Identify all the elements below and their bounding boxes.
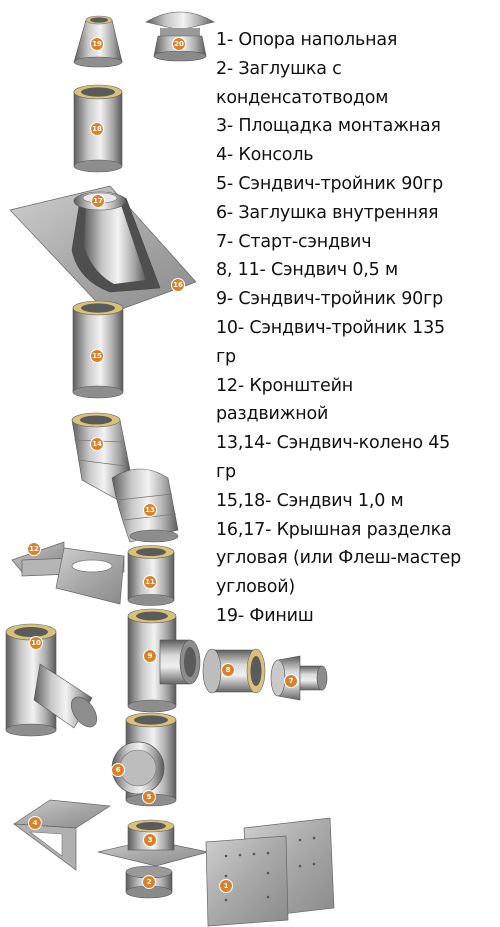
legend-line: 1- Опора напольная bbox=[216, 30, 398, 50]
badge-8: 8 bbox=[221, 663, 235, 677]
legend-line: угловой) bbox=[216, 577, 296, 598]
legend-line: 12- Кронштейн bbox=[216, 375, 354, 396]
badge-2: 2 bbox=[142, 875, 156, 889]
legend-line: 9- Сэндвич-тройник 90гр bbox=[216, 289, 444, 310]
part-console bbox=[12, 799, 112, 871]
badge-12-label: 12 bbox=[29, 545, 39, 553]
badge-2-label: 2 bbox=[147, 878, 152, 886]
badge-4-label: 4 bbox=[33, 819, 38, 827]
badge-11-label: 11 bbox=[145, 578, 155, 586]
part-sandwich-1m bbox=[72, 300, 124, 399]
badge-5-label: 5 bbox=[147, 793, 152, 801]
legend-line: 7- Старт-сэндвич bbox=[216, 231, 372, 252]
legend-line: 3- Площадка монтажная bbox=[216, 116, 441, 137]
badge-12: 12 bbox=[27, 542, 41, 556]
legend-line: 16,17- Крышная разделка bbox=[216, 519, 452, 540]
legend-line: 19- Финиш bbox=[216, 605, 314, 626]
badge-9: 9 bbox=[143, 649, 157, 663]
badge-14: 14 bbox=[90, 437, 104, 451]
badge-18-label: 18 bbox=[92, 125, 102, 133]
badge-13: 13 bbox=[143, 503, 157, 517]
badge-10-label: 10 bbox=[31, 639, 41, 647]
badge-3-label: 3 bbox=[148, 836, 153, 844]
badge-11: 11 bbox=[143, 575, 157, 589]
part-start-sandwich bbox=[270, 655, 328, 701]
legend-line: 10- Сэндвич-тройник 135 bbox=[216, 317, 445, 338]
legend-line: угловая (или Флеш-мастер bbox=[216, 548, 462, 569]
badge-16: 16 bbox=[171, 278, 185, 292]
legend-line: 15,18- Сэндвич 1,0 м bbox=[216, 490, 404, 511]
legend-line: конденсатотводом bbox=[216, 87, 389, 108]
legend-line: гр bbox=[216, 461, 236, 482]
legend-line: гр bbox=[216, 346, 236, 367]
part-cap bbox=[145, 11, 215, 62]
badge-4: 4 bbox=[28, 816, 42, 830]
part-floor-support bbox=[205, 817, 335, 927]
badge-5: 5 bbox=[142, 790, 156, 804]
legend-line: раздвижной bbox=[216, 404, 329, 425]
badge-9-label: 9 bbox=[148, 652, 153, 660]
badge-1: 1 bbox=[219, 879, 233, 893]
legend-line: 6- Заглушка внутренняя bbox=[216, 202, 439, 223]
badge-17: 17 bbox=[91, 194, 105, 208]
badge-1-label: 1 bbox=[224, 882, 229, 890]
badge-13-label: 13 bbox=[145, 506, 155, 514]
badge-18: 18 bbox=[90, 122, 104, 136]
badge-7: 7 bbox=[284, 674, 298, 688]
part-tee-135 bbox=[5, 623, 98, 737]
part-tee-90-upper bbox=[127, 608, 201, 713]
badge-7-label: 7 bbox=[289, 677, 294, 685]
badge-3: 3 bbox=[143, 833, 157, 847]
legend-line: 4- Консоль bbox=[216, 145, 314, 166]
badge-17-label: 17 bbox=[93, 197, 103, 205]
badge-14-label: 14 bbox=[92, 440, 102, 448]
part-bracket bbox=[11, 541, 125, 605]
legend-line: 8, 11- Сэндвич 0,5 м bbox=[216, 260, 398, 281]
badge-19-label: 19 bbox=[92, 40, 102, 48]
parts-legend: 1- Опора напольная 2- Заглушка с конденс… bbox=[216, 26, 498, 631]
badge-8-label: 8 bbox=[226, 666, 231, 674]
badge-15-label: 15 bbox=[92, 352, 102, 360]
badge-20: 20 bbox=[172, 37, 186, 51]
part-inner-plug bbox=[111, 741, 165, 795]
badge-15: 15 bbox=[90, 349, 104, 363]
badge-20-label: 20 bbox=[174, 40, 184, 48]
legend-line: 2- Заглушка с bbox=[216, 58, 342, 79]
part-sandwich-0-5m-lower bbox=[202, 648, 266, 694]
badge-6: 6 bbox=[111, 763, 125, 777]
badge-19: 19 bbox=[90, 37, 104, 51]
badge-16-label: 16 bbox=[173, 281, 183, 289]
legend-line: 5- Сэндвич-тройник 90гр bbox=[216, 173, 444, 194]
badge-6-label: 6 bbox=[116, 766, 121, 774]
legend-line: 13,14- Сэндвич-колено 45 bbox=[216, 433, 451, 454]
badge-10: 10 bbox=[29, 636, 43, 650]
